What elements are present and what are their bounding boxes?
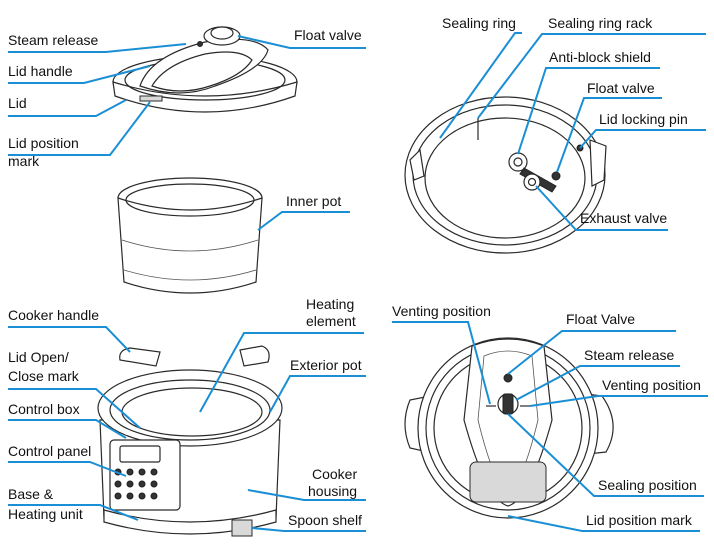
leader-float-valve: [237, 35, 366, 49]
label-float-valve-top: Float Valve: [566, 311, 635, 327]
leader-control-panel: [8, 461, 127, 477]
leader-heating-element: [199, 332, 364, 413]
leader-lid-handle: [8, 65, 151, 84]
leader-sealing-ring-rack: [477, 33, 706, 119]
label-venting-position-left: Venting position: [392, 303, 491, 319]
label-base-heating-2: Heating unit: [8, 506, 83, 522]
leader-venting-position-right: [529, 395, 708, 407]
leader-control-box: [8, 419, 127, 439]
label-exhaust-valve: Exhaust valve: [580, 210, 667, 226]
label-control-box: Control box: [8, 401, 80, 417]
label-lid-position-mark-2: mark: [8, 153, 40, 169]
lid-illustration: [112, 26, 298, 113]
label-lid-open-close-2: Close mark: [8, 368, 80, 384]
label-cooker-handle: Cooker handle: [8, 307, 99, 323]
label-anti-block-shield: Anti-block shield: [549, 49, 651, 65]
label-lid-handle: Lid handle: [8, 63, 73, 79]
leader-cooker-handle: [8, 326, 131, 353]
label-steam-release: Steam release: [8, 32, 98, 48]
leader-steam-release: [8, 43, 187, 53]
label-cooker-housing-2: housing: [308, 483, 357, 499]
label-lid-position-mark-1: Lid position: [8, 135, 79, 151]
label-lid: Lid: [8, 95, 27, 111]
label-float-valve: Float valve: [294, 27, 362, 43]
lid-top-view-illustration: [404, 337, 614, 519]
leader-venting-position-left: [392, 321, 491, 405]
leader-float-valve-underside: [556, 97, 662, 173]
leader-steam-release-top: [515, 365, 680, 401]
label-inner-pot: Inner pot: [286, 193, 341, 209]
label-heating-element-1: Heating: [306, 296, 354, 312]
label-lid-locking-pin: Lid locking pin: [599, 111, 688, 127]
leader-sealing-ring: [439, 32, 522, 139]
label-control-panel: Control panel: [8, 443, 91, 459]
leader-lid-position-mark-top: [507, 515, 700, 532]
leader-lid: [8, 99, 127, 117]
label-spoon-shelf: Spoon shelf: [288, 512, 362, 528]
label-steam-release-top: Steam release: [584, 347, 674, 363]
label-lid-open-close-1: Lid Open/: [8, 349, 69, 365]
leader-spoon-shelf: [251, 527, 366, 532]
leader-anti-block-shield: [517, 67, 660, 155]
leader-lid-locking-pin: [579, 129, 706, 149]
leader-exhaust-valve: [535, 185, 668, 231]
label-sealing-position: Sealing position: [598, 477, 697, 493]
label-exterior-pot: Exterior pot: [290, 357, 362, 373]
leader-cooker-housing: [247, 489, 366, 501]
label-sealing-ring: Sealing ring: [442, 15, 516, 31]
leader-lid-open-close: [8, 388, 141, 429]
leader-exterior-pot: [269, 375, 366, 413]
leader-sealing-position: [507, 413, 704, 497]
lid-underside-illustration: [404, 96, 607, 254]
leader-float-valve-top: [507, 330, 676, 375]
label-float-valve-underside: Float valve: [587, 80, 655, 96]
label-base-heating-1: Base &: [8, 486, 54, 502]
label-venting-position-right: Venting position: [602, 377, 701, 393]
leader-inner-pot: [257, 211, 350, 231]
inner-pot-illustration: [117, 177, 263, 294]
label-cooker-housing-1: Cooker: [312, 466, 357, 482]
leader-base-heating: [8, 504, 139, 521]
cooker-body-illustration: [97, 345, 283, 537]
label-lid-position-mark-top: Lid position mark: [586, 512, 693, 528]
label-heating-element-2: element: [306, 313, 356, 329]
leader-lid-position-mark: [8, 101, 151, 156]
label-sealing-ring-rack: Sealing ring rack: [548, 15, 653, 31]
